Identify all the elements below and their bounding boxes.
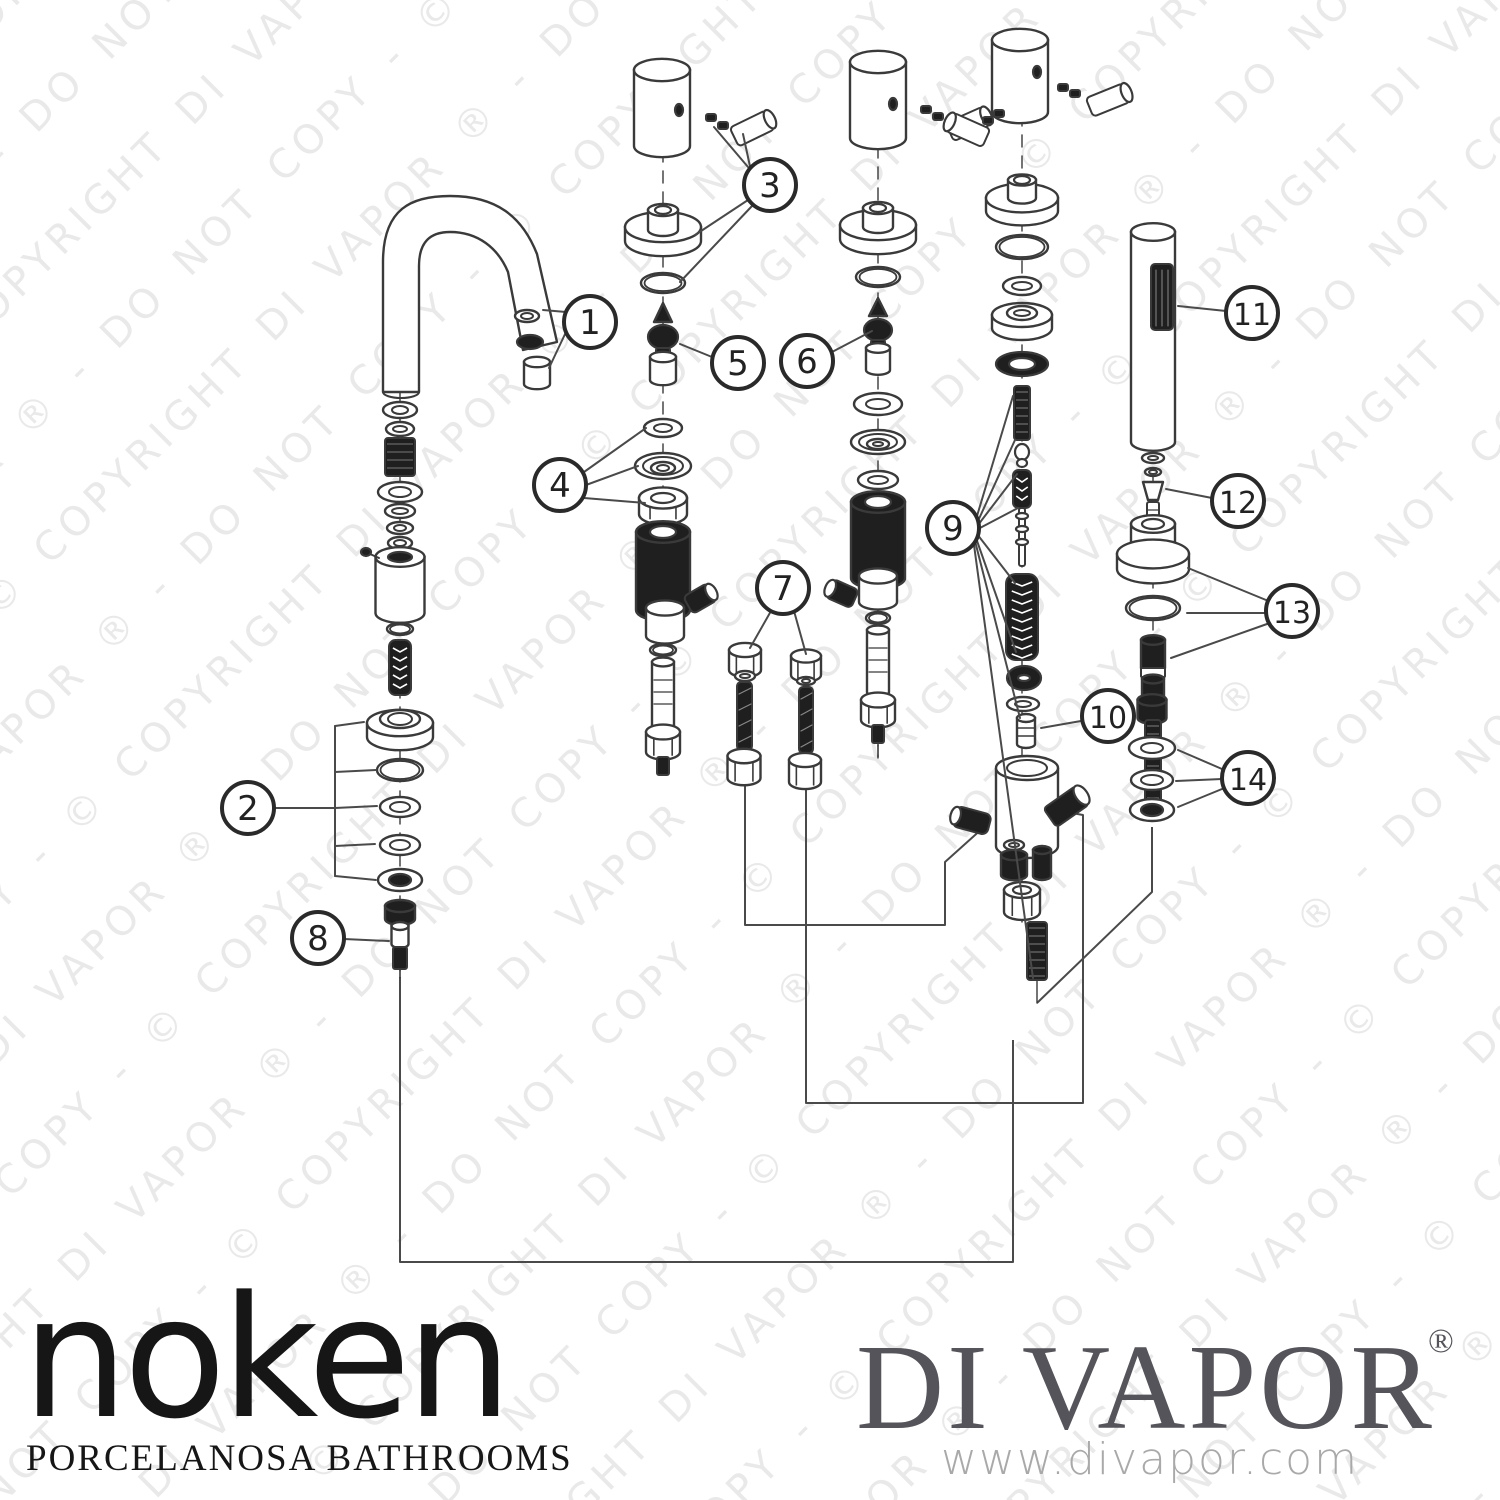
callout-leader-lines	[273, 126, 1268, 979]
svg-text:13: 13	[1273, 596, 1311, 631]
callout-9: 9	[925, 500, 981, 556]
tap-parts-layer	[359, 27, 1191, 1263]
callout-13: 13	[1264, 583, 1320, 639]
valve-assembly-left	[623, 57, 778, 776]
noken-subtitle: PORCELANOSA BATHROOMS	[26, 1438, 573, 1479]
callout-7: 7	[755, 560, 811, 616]
callout-10: 10	[1080, 688, 1136, 744]
noken-logo: noken	[22, 1260, 507, 1456]
svg-text:8: 8	[307, 919, 329, 959]
svg-text:14: 14	[1229, 763, 1267, 798]
svg-text:11: 11	[1233, 298, 1271, 333]
spout-assembly	[359, 194, 559, 978]
svg-text:5: 5	[727, 344, 749, 384]
callout-6: 6	[779, 333, 835, 389]
svg-text:12: 12	[1219, 486, 1257, 521]
callout-1: 1	[562, 294, 618, 350]
footer-logos: noken PORCELANOSA BATHROOMS DI VAPOR ® w…	[22, 1260, 1454, 1485]
diverter-assembly	[942, 27, 1134, 981]
callout-14: 14	[1220, 750, 1276, 806]
callout-2-bracket	[334, 721, 378, 881]
callout-8: 8	[290, 910, 346, 966]
routing-lines	[399, 786, 1153, 1263]
svg-text:10: 10	[1089, 701, 1127, 736]
svg-text:2: 2	[237, 789, 259, 829]
divapor-logo: DI VAPOR	[856, 1320, 1435, 1455]
flex-hoses	[726, 641, 823, 791]
svg-text:9: 9	[942, 509, 964, 549]
svg-text:4: 4	[549, 466, 571, 506]
svg-text:7: 7	[772, 569, 794, 609]
divapor-url: www.divapor.com	[941, 1434, 1359, 1485]
callout-2: 2	[220, 780, 276, 836]
svg-text:3: 3	[759, 166, 781, 206]
handshower-assembly	[1115, 221, 1191, 823]
callout-5: 5	[710, 335, 766, 391]
registered-mark-icon: ®	[1428, 1323, 1454, 1360]
callout-11: 11	[1224, 285, 1280, 341]
callout-12: 12	[1210, 473, 1266, 529]
callout-3: 3	[742, 157, 798, 213]
callout-4: 4	[532, 457, 588, 513]
svg-text:6: 6	[796, 342, 818, 382]
svg-text:1: 1	[579, 303, 601, 343]
